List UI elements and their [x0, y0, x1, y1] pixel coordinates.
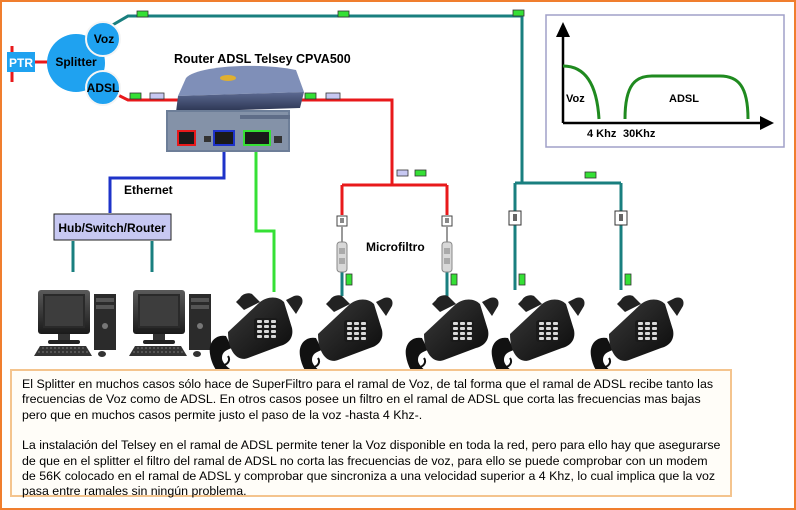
wall-jack-icon: [614, 210, 628, 226]
voice-line: [103, 14, 623, 290]
tick-4khz: 4 Khz: [587, 128, 617, 140]
ptr-box: PTR: [7, 46, 50, 82]
signal-markers: [129, 9, 632, 286]
note-paragraph-1: El Splitter en muchos casos sólo hace de…: [22, 377, 714, 422]
pc-icon: [33, 289, 117, 358]
spectrum-adsl-label: ADSL: [669, 93, 699, 105]
ptr-label: PTR: [9, 56, 33, 70]
filtered-lines: [340, 266, 449, 296]
ethernet-line: [108, 140, 226, 213]
adsl-port-icon: [177, 130, 196, 146]
router-device: [166, 65, 304, 152]
router-phone-line: [254, 140, 276, 292]
spectrum-inset: Voz ADSL 4 Khz 30Khz: [545, 14, 785, 148]
hub-pc-lines: [71, 241, 154, 272]
voz-curve: [562, 64, 601, 120]
adsl-curve: [623, 74, 750, 120]
spectrum-voz-label: Voz: [566, 93, 585, 105]
note-paragraph-2: La instalación del Telsey en el ramal de…: [22, 438, 721, 499]
hub-label: Hub/Switch/Router: [58, 221, 166, 235]
splitter: Splitter Voz ADSL: [47, 21, 121, 106]
adsl-port-label: ADSL: [87, 81, 120, 95]
hub-box: Hub/Switch/Router: [53, 213, 172, 241]
microfilter-icon: [336, 215, 348, 273]
microfiltro-label: Microfiltro: [366, 240, 425, 254]
voz-port-label: Voz: [94, 32, 114, 46]
microfilter-icon: [441, 215, 453, 273]
tick-30khz: 30Khz: [623, 128, 656, 140]
explanation-note: El Splitter en muchos casos sólo hace de…: [10, 369, 732, 499]
pc-icon: [128, 289, 212, 358]
wall-jack-icon: [508, 210, 522, 226]
router-label: Router ADSL Telsey CPVA500: [174, 52, 351, 66]
phone-port-icon: [243, 130, 271, 146]
ethernet-label: Ethernet: [124, 183, 173, 197]
splitter-label: Splitter: [55, 55, 97, 69]
ethernet-port-icon: [213, 130, 235, 146]
